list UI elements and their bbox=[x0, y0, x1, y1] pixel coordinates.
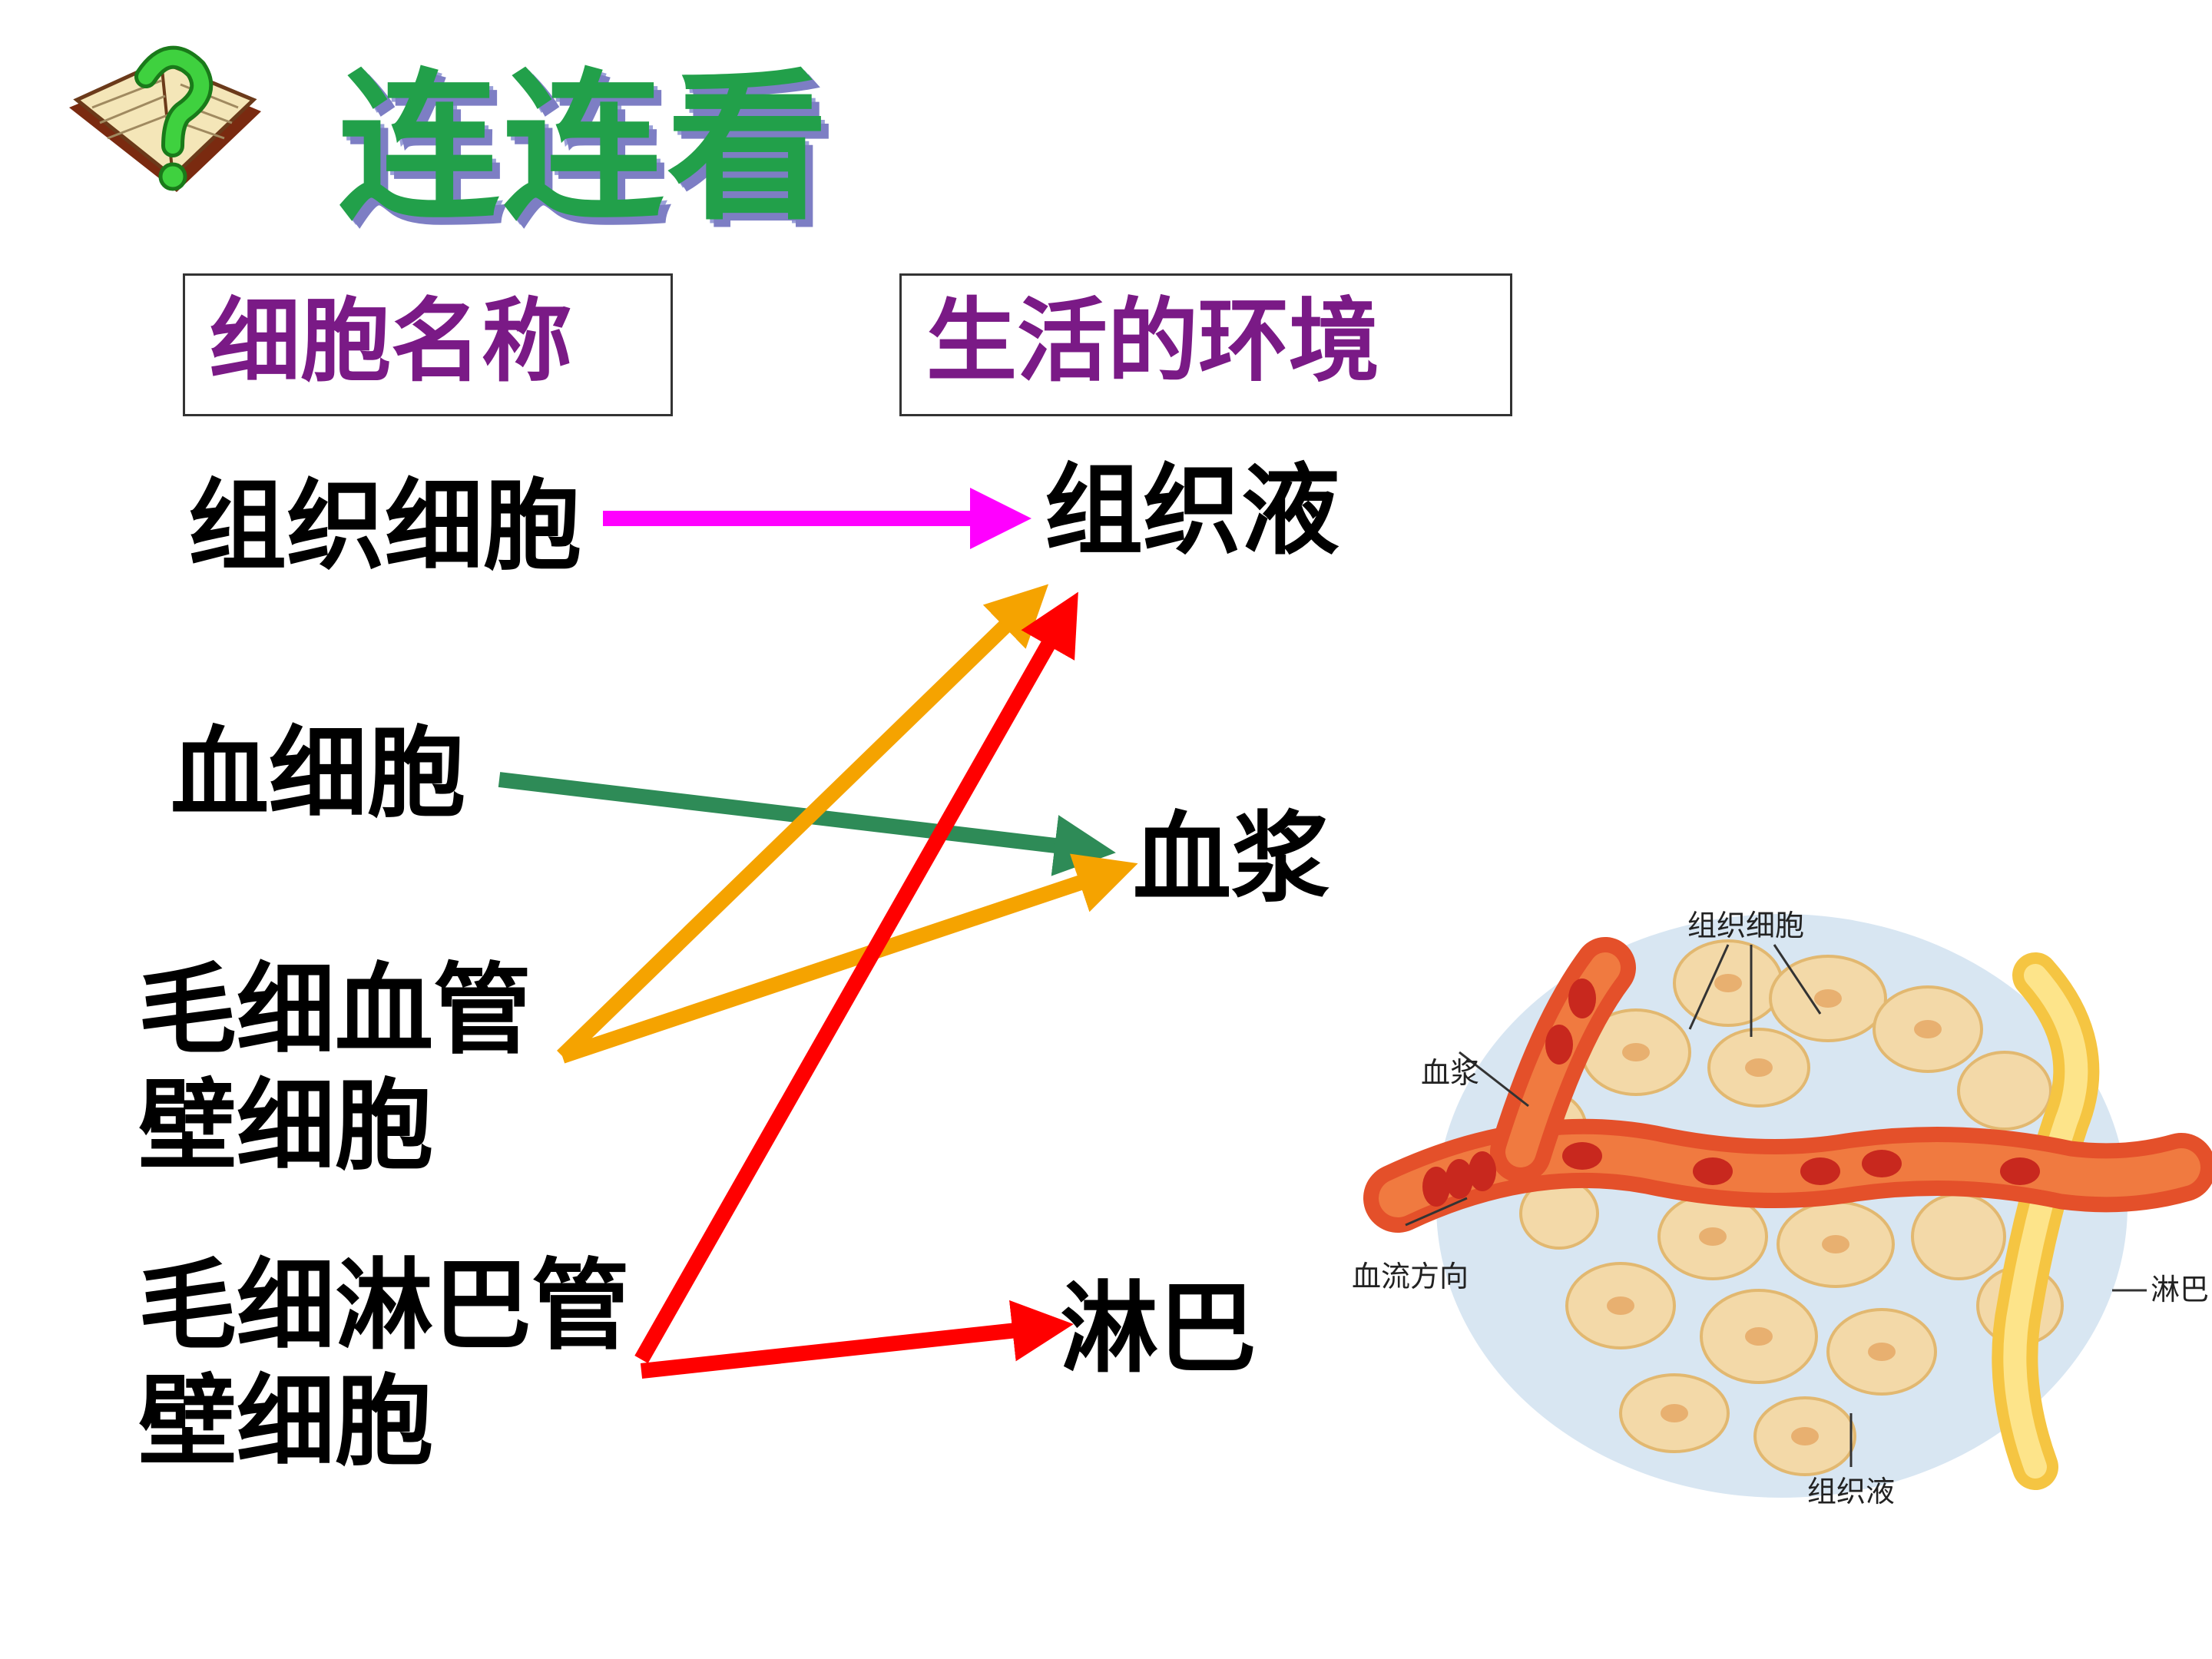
arrow-capillary-to-plasma bbox=[559, 853, 1138, 1064]
cell-blood-cell: 血细胞 bbox=[171, 717, 466, 831]
diagram-label-tissue-fluid: 组织液 bbox=[1807, 1475, 1895, 1508]
cell-name-header-box: 细胞名称 bbox=[183, 273, 673, 416]
tissue-diagram: 组织细胞 血浆 血流方向 淋巴 组织液 bbox=[1329, 876, 2212, 1544]
arrow-lymph-capillary-to-lymph bbox=[640, 1300, 1074, 1379]
cell-tissue-cell: 组织细胞 bbox=[188, 469, 582, 584]
page-title: 连连看 bbox=[338, 54, 832, 242]
environment-header: 生活的环境 bbox=[926, 288, 1380, 394]
question-book-icon bbox=[54, 38, 276, 223]
arrow-lymph-capillary-to-tissue-fluid bbox=[634, 591, 1078, 1363]
cell-capillary-wall: 毛细血管 壁细胞 bbox=[138, 952, 531, 1184]
arrow-blood-cell-to-plasma bbox=[498, 772, 1116, 876]
cell-lymph-capillary-wall: 毛细淋巴管 壁细胞 bbox=[138, 1248, 630, 1480]
diagram-label-lymph: 淋巴 bbox=[2151, 1273, 2209, 1306]
cell-lymph-capillary-wall-line1: 毛细淋巴管 bbox=[138, 1249, 631, 1363]
cell-capillary-wall-line1: 毛细血管 bbox=[138, 953, 532, 1068]
env-tissue-fluid: 组织液 bbox=[1045, 454, 1340, 568]
env-lymph: 淋巴 bbox=[1060, 1272, 1257, 1386]
cell-name-header: 细胞名称 bbox=[210, 288, 573, 394]
cell-lymph-capillary-wall-line2: 壁细胞 bbox=[138, 1365, 434, 1480]
diagram-label-blood-flow: 血流方向 bbox=[1352, 1260, 1469, 1293]
environment-header-box: 生活的环境 bbox=[899, 273, 1512, 416]
cell-capillary-wall-line2: 壁细胞 bbox=[138, 1069, 434, 1184]
arrow-capillary-to-tissue-fluid bbox=[557, 584, 1049, 1062]
diagram-label-tissue-cell: 组织细胞 bbox=[1687, 909, 1804, 942]
env-plasma: 血浆 bbox=[1133, 802, 1330, 916]
diagram-label-plasma: 血浆 bbox=[1421, 1056, 1479, 1090]
